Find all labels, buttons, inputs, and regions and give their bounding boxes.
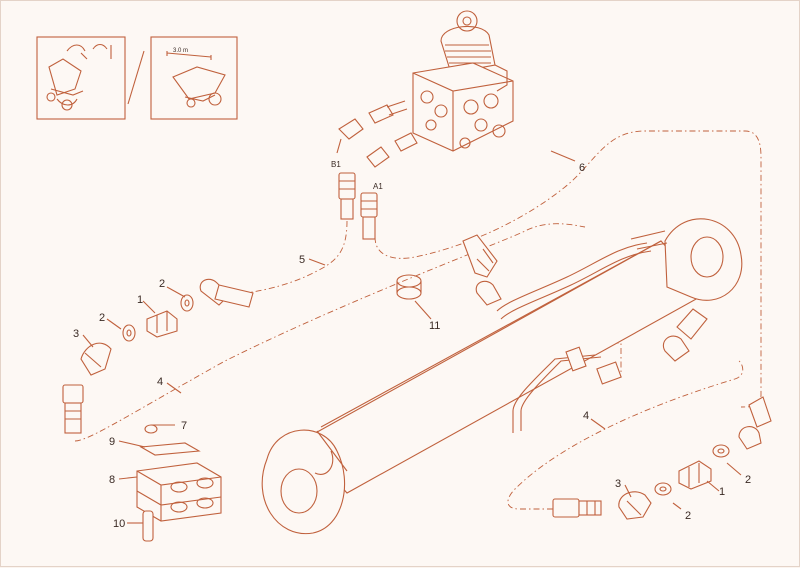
elbow-fitting-upper — [462, 234, 502, 306]
adapter-1a — [146, 310, 178, 338]
hose-route-4-left — [74, 223, 586, 442]
hose-end-left-lower — [62, 384, 84, 434]
hose-route-4-right — [507, 358, 744, 510]
hose-end-right-lower — [552, 498, 602, 518]
hose-end-left-upper — [199, 278, 254, 308]
elbow-3b — [618, 491, 652, 520]
callout-2-left: 2 — [99, 312, 105, 324]
control-valve-block — [412, 10, 514, 152]
clamp-plate-9 — [139, 442, 201, 456]
callout-1-left: 1 — [137, 294, 143, 306]
inset-measure-label: 3.0 m — [173, 48, 188, 54]
rigid-tube — [496, 242, 652, 433]
washer-2a — [180, 294, 194, 312]
washer-2d — [654, 482, 672, 496]
callout-4-right: 4 — [583, 410, 589, 422]
callout-2-right-lower: 2 — [685, 510, 691, 522]
elbow-fitting-right — [663, 308, 708, 362]
callout-1-right: 1 — [719, 486, 725, 498]
hose-end-a1: A1 — [360, 182, 383, 240]
elbow-3a — [80, 342, 112, 376]
port-label-a1: A1 — [373, 182, 383, 191]
callout-labels: 1 1 2 2 3 4 5 6 7 8 9 10 11 4 3 2 1 2 — [73, 162, 751, 530]
fitting-upper-b — [366, 132, 418, 168]
inset-divider — [127, 50, 145, 105]
hose-route-6 — [374, 130, 762, 408]
callout-6: 6 — [579, 162, 585, 174]
fitting-upper-a — [336, 100, 408, 154]
callout-7: 7 — [181, 420, 187, 432]
inset-panel-left — [36, 36, 126, 120]
hydraulic-cylinder — [261, 218, 743, 535]
callout-2-right-upper: 2 — [745, 474, 751, 486]
leader-lines — [82, 150, 742, 524]
callout-10: 10 — [113, 518, 125, 530]
washer-7 — [144, 424, 158, 434]
port-label-b1: B1 — [331, 160, 341, 169]
washer-2c — [712, 444, 730, 458]
callout-8: 8 — [109, 474, 115, 486]
hose-end-right-upper — [738, 396, 772, 450]
bolt-10 — [142, 510, 154, 542]
callout-3-left: 3 — [73, 328, 79, 340]
callout-3-right: 3 — [615, 478, 621, 490]
hose-route-5 — [246, 220, 348, 294]
callout-11: 11 — [429, 320, 440, 332]
adapter-1b — [678, 460, 712, 490]
callout-2-left-top: 2 — [159, 278, 165, 290]
hose-clamp-11 — [396, 274, 432, 320]
clamp-block-8 — [136, 462, 222, 522]
hose-routes — [74, 130, 762, 510]
inset-panel-right: 3.0 m — [150, 36, 238, 120]
callout-4-left: 4 — [157, 376, 163, 388]
hose-end-b1: B1 — [331, 160, 356, 220]
callout-5: 5 — [299, 254, 305, 266]
callout-9: 9 — [109, 436, 115, 448]
washer-2b — [122, 324, 136, 342]
